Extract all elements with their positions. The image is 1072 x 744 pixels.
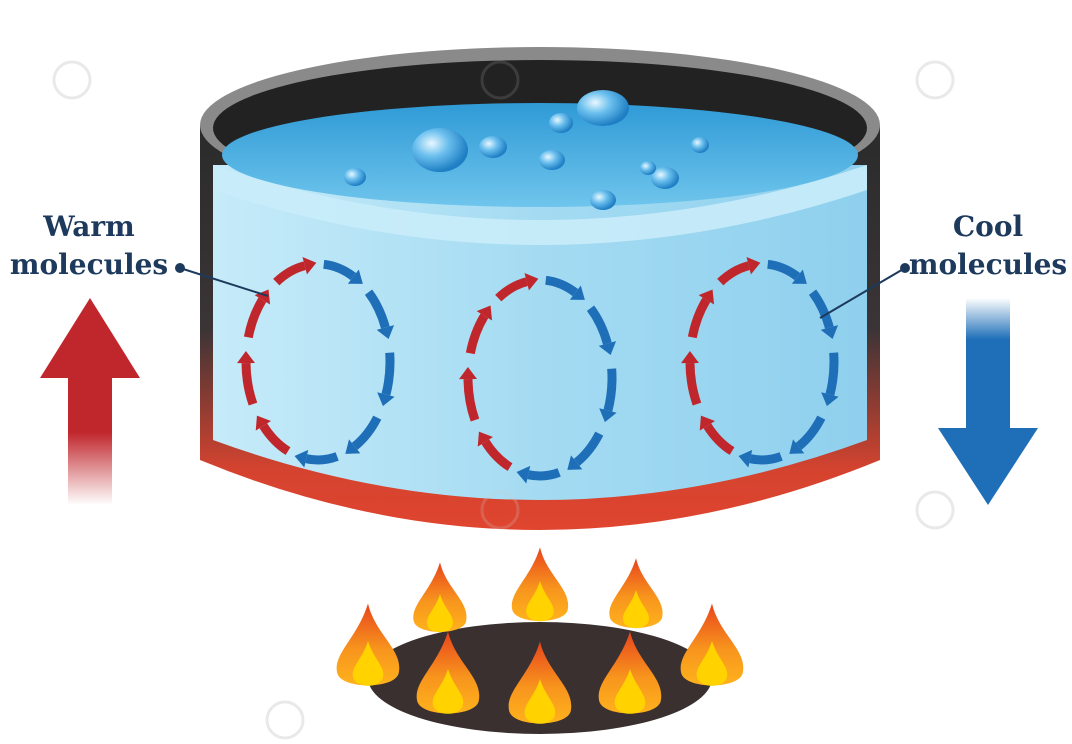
bubble-icon xyxy=(549,113,573,133)
convection-loop-segment xyxy=(386,353,390,395)
convection-loop-segment xyxy=(608,369,612,411)
convection-loop-segment xyxy=(750,456,781,460)
watermark-logo-icon xyxy=(54,62,90,98)
down-arrow-icon xyxy=(938,298,1038,505)
up-arrow-icon xyxy=(40,298,140,505)
watermark-logo-icon xyxy=(917,492,953,528)
convection-loop-segment xyxy=(830,353,834,395)
convection-loop-segment xyxy=(306,456,337,460)
cool-label: Cool molecules xyxy=(909,210,1067,281)
bubble-icon xyxy=(691,137,709,153)
bubble-icon xyxy=(590,190,616,210)
bubble-icon xyxy=(577,90,629,126)
convection-loop-segment xyxy=(528,472,559,476)
bubble-icon xyxy=(539,150,565,170)
cool-label-line2: molecules xyxy=(909,248,1067,281)
warm-label-line2: molecules xyxy=(10,248,168,281)
bubble-icon xyxy=(344,168,366,186)
warm-label-line1: Warm xyxy=(42,210,135,243)
bubble-icon xyxy=(640,161,656,175)
water-surface xyxy=(222,103,858,207)
warm-pointer-dot xyxy=(175,263,185,273)
warm-label: Warm molecules xyxy=(10,210,168,281)
watermark-logo-icon xyxy=(267,702,303,738)
bubble-icon xyxy=(412,128,468,172)
bubble-icon xyxy=(479,136,507,158)
cool-label-line1: Cool xyxy=(953,210,1023,243)
watermark-logo-icon xyxy=(917,62,953,98)
